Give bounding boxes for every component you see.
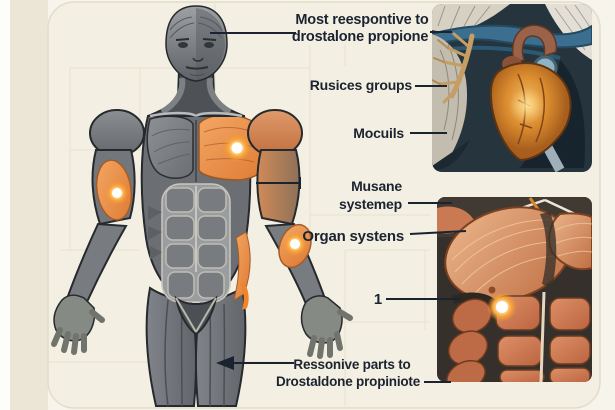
temporalis-striations bbox=[169, 16, 223, 39]
figure-markers bbox=[105, 134, 307, 256]
left-beige-strip bbox=[10, 0, 48, 410]
clavicles bbox=[149, 111, 243, 118]
lung-striations bbox=[439, 43, 459, 141]
label-bottom-line2: Drostaldone propiniote bbox=[276, 374, 421, 389]
label-organ-systems: Organ systens bbox=[302, 228, 404, 245]
torso bbox=[140, 114, 272, 336]
aorta-arch bbox=[512, 24, 558, 63]
neck bbox=[147, 69, 245, 118]
glow-dot-icon-bicep bbox=[105, 181, 129, 205]
leader-lines bbox=[210, 31, 467, 383]
lower-shadow bbox=[432, 140, 470, 172]
labels: Most reespontive to drostalone propione … bbox=[276, 12, 429, 389]
left-white-strip bbox=[0, 0, 10, 410]
brows bbox=[175, 38, 217, 41]
chin-crease bbox=[189, 73, 205, 76]
label-marker-number: 1 bbox=[374, 291, 382, 308]
head bbox=[165, 5, 228, 82]
serratus bbox=[148, 206, 162, 260]
right-fingers bbox=[307, 309, 353, 359]
inset-right-pec-striations bbox=[553, 222, 592, 257]
left-pec-striations bbox=[151, 128, 191, 165]
label-muscle-groups: Rusices groups bbox=[310, 77, 413, 93]
wedge-striations bbox=[437, 5, 491, 31]
arrowhead-icon bbox=[216, 356, 234, 370]
glow-dot-icon-elbow bbox=[283, 232, 307, 256]
left-pectoral bbox=[146, 115, 194, 179]
torso-detail-inset bbox=[437, 197, 592, 382]
right-upper-arm bbox=[256, 149, 301, 226]
label-bottom-line1: Ressonive parts to bbox=[293, 357, 410, 372]
nose bbox=[192, 57, 204, 62]
abdominals bbox=[161, 183, 231, 303]
sternum-gap bbox=[540, 212, 557, 288]
label-top-line2: drostalone propione bbox=[292, 29, 429, 45]
label-muscles: Mocuils bbox=[353, 125, 404, 141]
mouth bbox=[185, 66, 209, 70]
inset-obliques bbox=[446, 298, 493, 382]
inset-nipple bbox=[488, 286, 496, 294]
glow-dot-icon-chest bbox=[223, 134, 251, 162]
main-figure bbox=[51, 5, 353, 407]
bronchial-branches bbox=[432, 32, 475, 104]
left-eye bbox=[178, 42, 188, 48]
pelvis bbox=[174, 295, 218, 336]
inset-abs bbox=[495, 295, 591, 382]
leader-shoulder-bracket bbox=[256, 177, 301, 189]
glow-dot-icon-inset bbox=[487, 292, 517, 322]
heart-glow bbox=[509, 88, 545, 124]
right-arm bbox=[247, 109, 353, 359]
right-oblique-highlight bbox=[233, 231, 251, 302]
linea-alba bbox=[539, 291, 546, 382]
vessel-tube bbox=[543, 145, 565, 172]
right-eye bbox=[204, 42, 214, 48]
label-muscular-system-line2: systemep bbox=[339, 196, 402, 212]
hip-orange-streak bbox=[241, 282, 249, 310]
inguinal-lines bbox=[175, 297, 217, 333]
leader-organ-systems bbox=[409, 230, 467, 235]
heart-detail-inset bbox=[432, 4, 592, 172]
label-muscular-system-line1: Musane bbox=[351, 178, 402, 194]
left-fingers bbox=[51, 309, 105, 355]
face-features bbox=[175, 38, 217, 76]
label-top-line1: Most reespontive to bbox=[295, 12, 429, 28]
